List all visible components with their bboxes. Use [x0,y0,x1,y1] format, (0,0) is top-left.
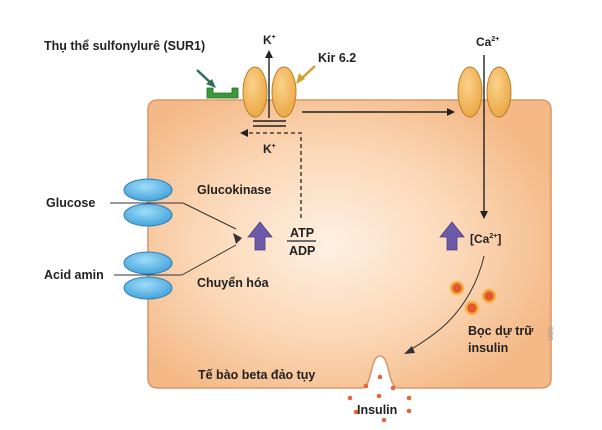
glucose-transporter-top [123,178,173,202]
glucose-transporter-bottom [123,203,173,227]
glucose-label: Glucose [46,196,96,210]
cell-name-label: Tế bào beta đảo tụy [198,368,316,382]
k-efflux-arrowhead [265,50,273,58]
ca-channel-right [486,66,512,118]
beta-cell-membrane [147,99,552,389]
kir-channel-left [242,66,268,118]
ca-concentration-label: [Ca2+] [470,232,502,246]
ca-influx-arrowhead [480,211,488,219]
atp-label: ATP [290,226,315,240]
depolarization-arrowhead [447,108,455,116]
k-ion-top-label: K+ [263,33,276,47]
adp-label: ADP [289,244,316,258]
watermark: ©BS [546,326,553,341]
glucose-to-metabolism [182,202,237,230]
ca-ion-top-label: Ca2+ [476,35,500,49]
insulin-granules-label-line2: insulin [468,341,509,355]
aa-transporter-bottom [123,276,173,300]
metabolism-arrowhead [233,233,242,244]
insulin-label: Insulin [357,403,398,417]
sur1-pointer-head [206,79,216,88]
k-ion-bottom-label: K+ [263,142,276,156]
chuyen-hoa-label: Chuyển hóa [197,276,269,290]
released-insulin-dots [347,374,412,423]
metabolism-increase-arrow [247,221,273,251]
atp-feedback-dashed [246,132,302,218]
insulin-granule-2 [481,288,497,304]
insulin-granules-label-line1: Bọc dự trữ [468,324,534,338]
exocytosis-arrowhead [404,346,415,354]
insulin-granule-3 [464,300,480,316]
kir-pointer-head [296,73,305,84]
aa-transporter-top [123,251,173,275]
aa-to-metabolism [181,244,237,276]
kir-channel-right [271,66,297,118]
calcium-increase-arrow [439,221,465,251]
ca-channel-left [457,66,483,118]
exocytosis-path [409,255,485,351]
insulin-granule-1 [449,280,465,296]
glucokinase-label: Glucokinase [197,183,272,197]
sur1-label: Thụ thể sulfonylurê (SUR1) [44,39,206,53]
atp-feedback-arrowhead [240,129,248,137]
acid-amin-label: Acid amin [44,268,104,282]
kir-label: Kir 6.2 [318,51,357,65]
sur1-receptor [206,87,239,99]
